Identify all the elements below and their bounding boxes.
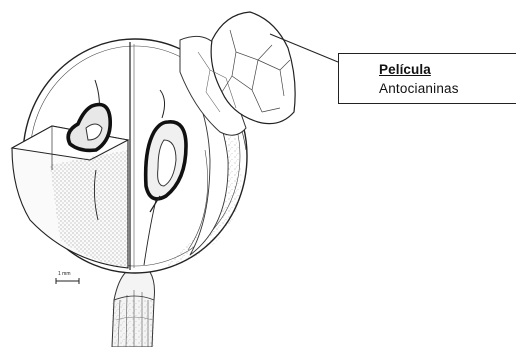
pedicel — [112, 272, 155, 347]
callout-subtitle: Antocianinas — [379, 81, 459, 96]
callout-box: Película Antocianinas — [338, 53, 516, 104]
scale-bar — [56, 278, 79, 284]
callout-title: Película — [379, 62, 431, 77]
scale-bar-label: 1 mm — [58, 271, 71, 277]
